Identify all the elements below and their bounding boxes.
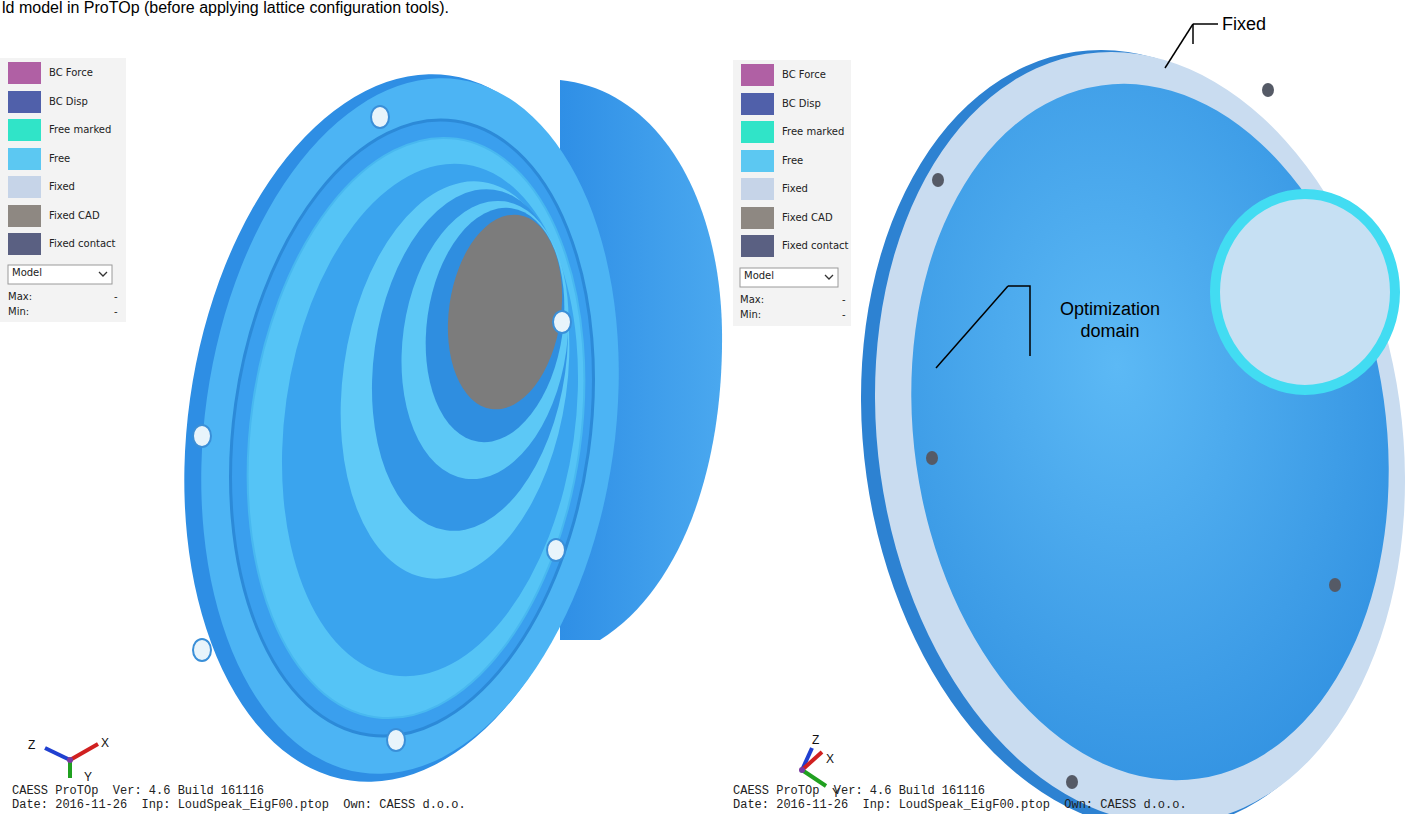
legend-swatch — [741, 93, 774, 115]
axis-label: X — [826, 752, 834, 766]
legend-text: Fixed contact — [782, 240, 849, 251]
legend-text: Fixed — [782, 183, 808, 194]
footer-text: CAESS ProTOp Ver: 4.6 Build 161116 — [12, 784, 264, 798]
axis-label: Z — [28, 738, 35, 752]
legend-swatch — [741, 235, 774, 257]
axis-label: X — [101, 736, 109, 750]
legend-swatch — [8, 233, 41, 255]
legend-text: Fixed CAD — [49, 210, 100, 221]
legend-swatch — [8, 148, 41, 170]
dropdown-text: Model — [12, 267, 42, 278]
legend-swatch — [741, 178, 774, 200]
value-text: - — [114, 306, 118, 317]
caption-fragment: ld model in ProTOp (before applying latt… — [2, 0, 449, 16]
legend-text: BC Force — [49, 67, 93, 78]
legend-text: Free — [782, 155, 803, 166]
footer-text: Date: 2016-11-26 Inp: LoudSpeak_EigF00.p… — [733, 798, 1187, 812]
legend-text: Free marked — [49, 124, 111, 135]
legend-swatch — [8, 62, 41, 84]
legend-swatch — [741, 64, 774, 86]
value-text: - — [842, 309, 846, 320]
legend-text: BC Force — [782, 69, 826, 80]
callout-label: Optimization domain — [1040, 298, 1180, 342]
legend-swatch — [741, 150, 774, 172]
legend-text: Fixed — [49, 181, 75, 192]
value-label: Max: — [8, 291, 32, 302]
legend-text: Fixed CAD — [782, 212, 833, 223]
legend-text: Fixed contact — [49, 238, 116, 249]
axis-label: Y — [84, 770, 92, 784]
legend-swatch — [8, 91, 41, 113]
legend-swatch — [8, 205, 41, 227]
value-label: Max: — [740, 294, 764, 305]
legend-swatch — [8, 119, 41, 141]
dropdown-text: Model — [744, 270, 774, 281]
value-label: Min: — [740, 309, 761, 320]
legend-swatch — [741, 207, 774, 229]
callout-label: Fixed — [1222, 13, 1266, 35]
legend-text: BC Disp — [49, 96, 88, 107]
axis-label: Z — [812, 733, 819, 747]
legend-text: BC Disp — [782, 98, 821, 109]
footer-text: CAESS ProTOp Ver: 4.6 Build 161116 — [733, 784, 985, 798]
legend-swatch — [741, 121, 774, 143]
legend-text: Free marked — [782, 126, 844, 137]
legend-text: Free — [49, 153, 70, 164]
footer-text: Date: 2016-11-26 Inp: LoudSpeak_EigF00.p… — [12, 798, 466, 812]
value-label: Min: — [8, 306, 29, 317]
legend-swatch — [8, 176, 41, 198]
value-text: - — [842, 294, 846, 305]
value-text: - — [114, 291, 118, 302]
